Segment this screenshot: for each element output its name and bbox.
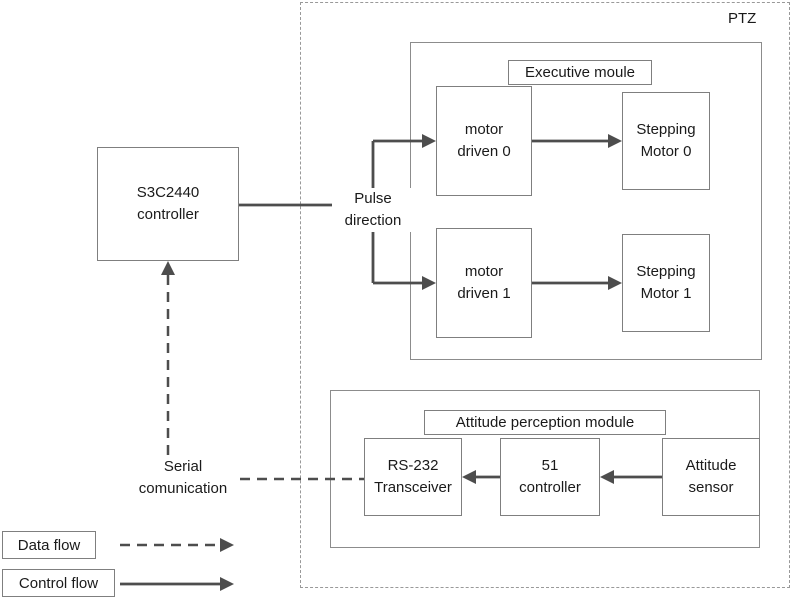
pulse-label-line2: direction <box>344 212 402 229</box>
attitude-module-title: Attitude perception module <box>424 410 666 435</box>
legend-data-flow-box: Data flow <box>2 531 96 559</box>
s3c2440-label-line2: controller <box>137 206 199 223</box>
motor1-label-line1: motor <box>464 263 504 280</box>
attitude-sensor-box: Attitude sensor <box>662 438 760 516</box>
stepping-motor-0-box: Stepping Motor 0 <box>622 92 710 190</box>
serial-label-line1: Serial <box>163 458 203 475</box>
pulse-label-line1: Pulse <box>354 190 392 207</box>
arrowhead-51-controller <box>600 470 614 484</box>
arrowhead-s3c2440 <box>161 261 175 275</box>
51-controller-label-line2: controller <box>519 479 581 496</box>
motor-driven-1-box: motor driven 1 <box>436 228 532 338</box>
rs232-transceiver-box: RS-232 Transceiver <box>364 438 462 516</box>
s3c2440-label-line1: S3C2440 <box>136 184 200 201</box>
arrowhead-rs232 <box>462 470 476 484</box>
motor1-label-line2: driven 1 <box>457 285 511 302</box>
serial-label-line2: comunication <box>138 480 228 497</box>
51-controller-box: 51 controller <box>500 438 600 516</box>
legend-data-flow-arrowhead <box>220 538 234 552</box>
arrowhead-motor0 <box>422 134 436 148</box>
51-controller-label-line1: 51 <box>541 457 559 474</box>
stepper0-label-line2: Motor 0 <box>640 143 692 160</box>
legend-control-flow-arrowhead <box>220 577 234 591</box>
rs232-label-line1: RS-232 <box>387 457 439 474</box>
ptz-dashed-container <box>300 2 790 588</box>
stepper1-label-line1: Stepping <box>636 263 696 280</box>
attitude-sensor-label-line1: Attitude <box>685 457 737 474</box>
stepper1-label-line2: Motor 1 <box>640 285 692 302</box>
serial-communication-label: Serial comunication <box>128 456 238 500</box>
stepper0-label-line1: Stepping <box>636 121 696 138</box>
stepping-motor-1-box: Stepping Motor 1 <box>622 234 710 332</box>
pulse-direction-label: Pulse direction <box>332 188 414 232</box>
s3c2440-controller-box: S3C2440 controller <box>97 147 239 261</box>
arrowhead-stepper1 <box>608 276 622 290</box>
motor0-label-line1: motor <box>464 121 504 138</box>
arrowhead-stepper0 <box>608 134 622 148</box>
rs232-label-line2: Transceiver <box>374 479 452 496</box>
executive-module-title: Executive moule <box>508 60 652 85</box>
legend-control-flow-box: Control flow <box>2 569 115 597</box>
motor-driven-0-box: motor driven 0 <box>436 86 532 196</box>
arrowhead-motor1 <box>422 276 436 290</box>
attitude-sensor-label-line2: sensor <box>688 479 734 496</box>
ptz-label: PTZ <box>728 10 757 27</box>
motor0-label-line2: driven 0 <box>457 143 511 160</box>
